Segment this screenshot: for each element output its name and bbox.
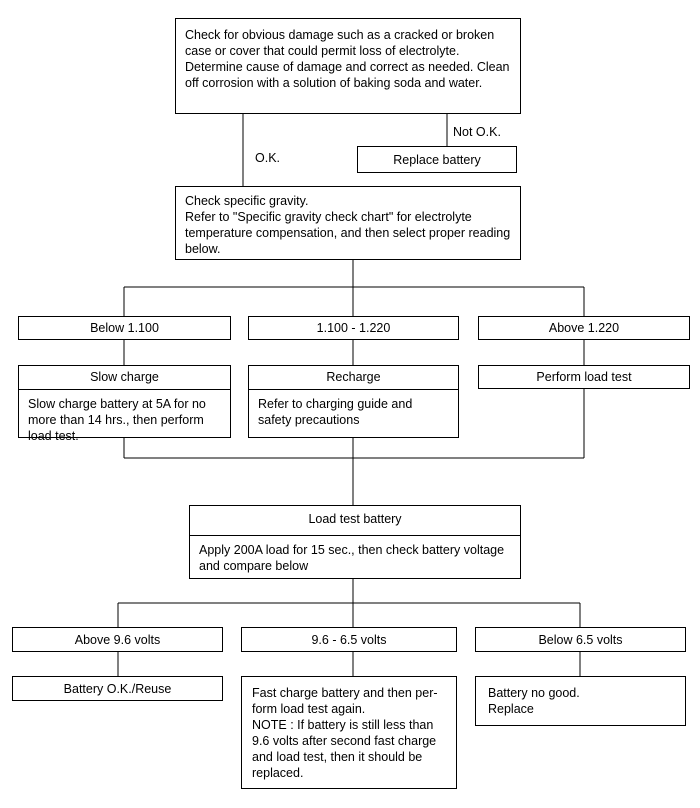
- fast-charge-box: Fast charge battery and then per-form lo…: [241, 676, 457, 789]
- voltage-range-3: Below 6.5 volts: [475, 627, 686, 652]
- slow-charge-title: Slow charge: [90, 370, 159, 384]
- voltage-range-1: Above 9.6 volts: [12, 627, 223, 652]
- reading-range-2: 1.100 - 1.220: [248, 316, 459, 340]
- perform-load-test-box: Perform load test: [478, 365, 690, 389]
- damage-check-box: Check for obvious damage such as a crack…: [175, 18, 521, 114]
- specific-gravity-box: Check specific gravity. Refer to "Specif…: [175, 186, 521, 260]
- recharge-title: Recharge: [326, 370, 381, 384]
- slow-charge-detail: Slow charge battery at 5A for no more th…: [19, 389, 230, 450]
- reading-range-1: Below 1.100: [18, 316, 231, 340]
- battery-no-good-box: Battery no good. Replace: [475, 676, 686, 726]
- reading-range-3: Above 1.220: [478, 316, 690, 340]
- replace-battery-box: Replace battery: [357, 146, 517, 173]
- load-test-box: Load test battery Apply 200A load for 15…: [189, 505, 521, 579]
- ok-label: O.K.: [255, 151, 281, 165]
- not-ok-label: Not O.K.: [453, 125, 501, 139]
- load-test-detail: Apply 200A load for 15 sec., then check …: [190, 535, 520, 580]
- slow-charge-box: Slow charge Slow charge battery at 5A fo…: [18, 365, 231, 443]
- battery-ok-reuse-box: Battery O.K./Reuse: [12, 676, 223, 701]
- load-test-title: Load test battery: [308, 512, 402, 526]
- recharge-box: Recharge Refer to charging guide and saf…: [248, 365, 459, 438]
- recharge-detail: Refer to charging guide and safety preca…: [249, 389, 458, 434]
- voltage-range-2: 9.6 - 6.5 volts: [241, 627, 457, 652]
